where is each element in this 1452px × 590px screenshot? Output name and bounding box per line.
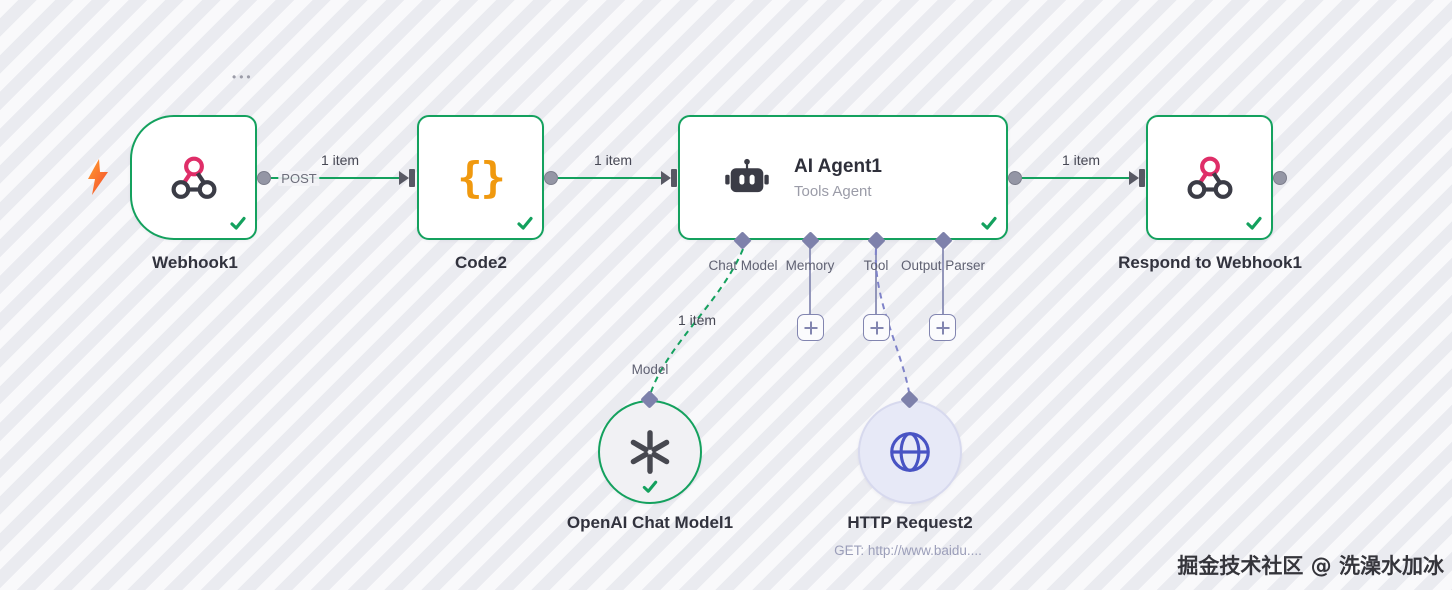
node-label-webhook1: Webhook1 [152,253,238,272]
port-label-chat-model: Chat Model [708,258,778,273]
node-code2[interactable]: {} [417,115,544,240]
port-label-memory: Memory [785,258,835,273]
node-webhook1[interactable] [130,115,257,240]
node-label-code2: Code2 [455,253,507,272]
add-memory-button[interactable] [797,314,824,341]
output-port-code2[interactable] [544,171,558,185]
watermark-text: 掘金技术社区 @ 洗澡水加冰 [1177,554,1444,578]
success-check-icon [979,213,999,233]
agent-subtitle: Tools Agent [794,182,872,200]
connection-items-model-agent: 1 item [677,312,717,328]
code-braces-icon: {} [457,153,506,202]
trigger-bolt-icon [86,159,110,195]
add-output-parser-button[interactable] [929,314,956,341]
node-respond-to-webhook1[interactable] [1146,115,1273,240]
http-request-url-sublabel: GET: http://www.baidu.... [834,543,982,558]
globe-icon [886,428,934,476]
connection-items-code-agent: 1 item [593,152,633,168]
options-ellipsis-icon[interactable]: ••• [232,70,254,84]
add-tool-button[interactable] [863,314,890,341]
success-check-icon [1244,213,1264,233]
success-check-icon [515,213,535,233]
agent-title: AI Agent1 [794,155,882,177]
node-http-request2[interactable] [858,400,962,504]
node-openai-chat-model1[interactable] [598,400,702,504]
success-check-icon [228,213,248,233]
port-label-output-parser: Output Parser [900,258,986,273]
node-label-openai-chat-model1: OpenAI Chat Model1 [566,513,734,532]
output-port-respond-to-webhook1[interactable] [1273,171,1287,185]
success-check-icon [641,477,660,496]
node-ai-agent1[interactable]: AI Agent1 Tools Agent [678,115,1008,240]
webhook-respond-icon [1187,155,1233,201]
port-label-model: Model [631,362,669,377]
connection-items-webhook-code: 1 item [320,152,360,168]
robot-icon [722,158,772,198]
node-label-http-request2: HTTP Request2 [847,513,973,532]
agent-text-block: AI Agent1 Tools Agent [794,156,882,200]
node-label-respond-to-webhook1: Respond to Webhook1 [1118,253,1302,272]
webhook-output-post-label: POST [278,171,320,186]
connection-items-agent-respond: 1 item [1061,152,1101,168]
openai-logo-icon [625,427,675,477]
port-label-tool: Tool [863,258,889,273]
output-port-webhook1[interactable] [257,171,271,185]
webhook-icon [171,155,217,201]
output-port-ai-agent1[interactable] [1008,171,1022,185]
